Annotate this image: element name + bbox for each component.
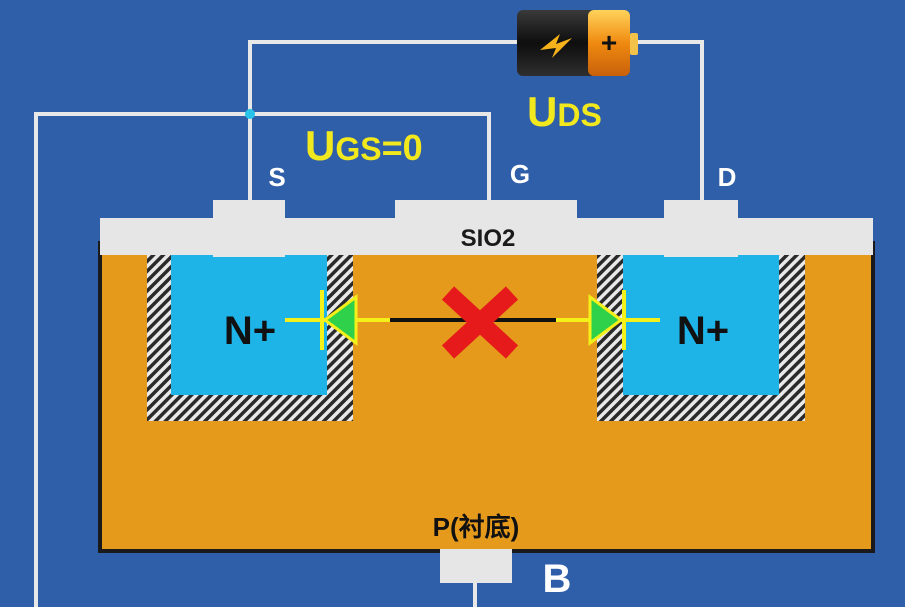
uds-main: U [527, 88, 557, 135]
drain-label: D [718, 162, 737, 192]
wire-source-to-battery [248, 40, 520, 205]
oxide-label: SIO2 [461, 225, 516, 252]
source-label: S [268, 162, 285, 192]
body-electrode [440, 549, 512, 583]
uds-label: UDS [527, 88, 602, 135]
drain-electrode [664, 200, 738, 257]
ugs-main: U [305, 122, 335, 169]
wire-gate-to-body [34, 112, 491, 607]
source-electrode [213, 200, 285, 257]
ugs-sub: GS [335, 131, 381, 167]
n-plus-region-left [171, 255, 327, 395]
red-x-icon [441, 286, 519, 359]
wire-junction-dot [245, 109, 255, 119]
n-plus-label-right: N+ [677, 309, 729, 353]
battery-icon: + [517, 10, 638, 76]
battery-plus-sign: + [601, 27, 617, 58]
wires [34, 40, 704, 607]
wire-battery-to-drain [625, 40, 704, 205]
lightning-icon [540, 34, 572, 58]
n-plus-region-right [623, 255, 779, 395]
ugs-label: UGS=0 [305, 122, 423, 169]
diode-icon-left [285, 290, 390, 350]
ugs-eq: =0 [382, 127, 423, 168]
gate-label: G [510, 159, 530, 189]
n-plus-label-left: N+ [224, 309, 276, 353]
substrate-label: P(衬底) [433, 512, 520, 542]
diode-icon-right [556, 290, 660, 350]
gate-electrode [395, 200, 577, 222]
body-label: B [543, 557, 572, 601]
uds-sub: DS [557, 97, 601, 133]
